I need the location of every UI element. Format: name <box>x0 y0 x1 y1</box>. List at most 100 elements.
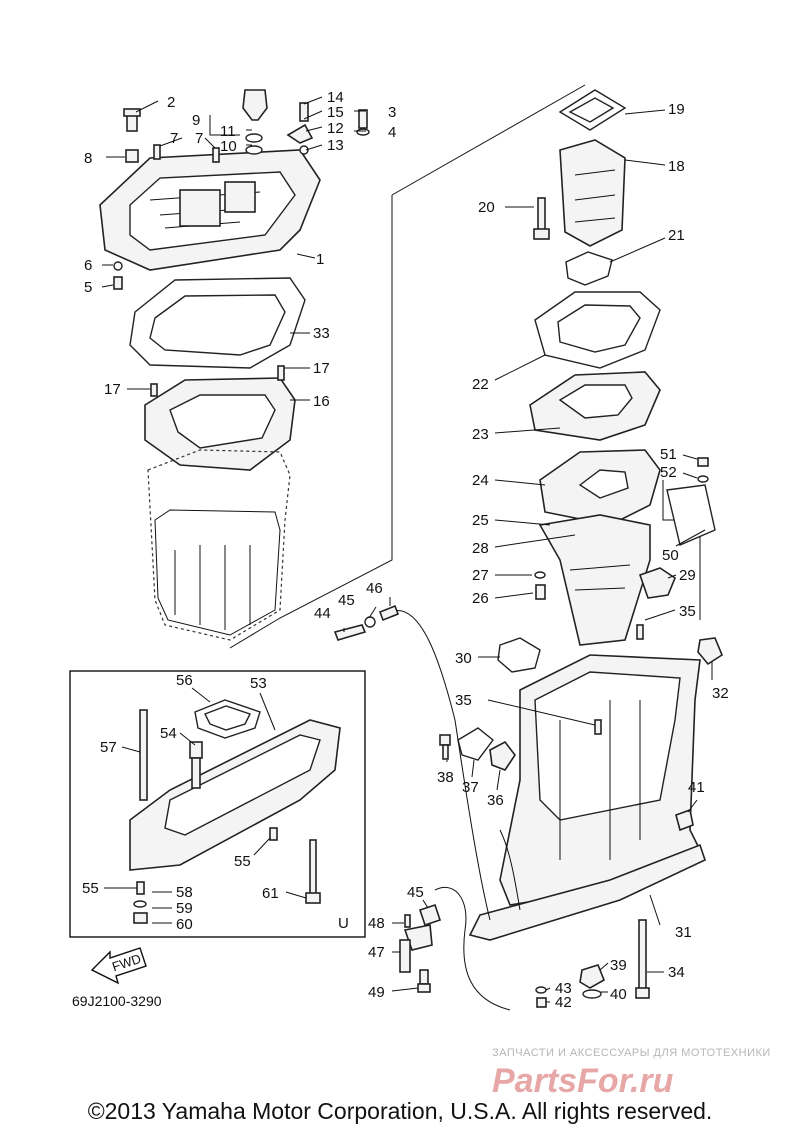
callout-59: 59 <box>176 900 193 917</box>
callout-47: 47 <box>368 944 385 961</box>
callout-19: 19 <box>668 101 685 118</box>
callout-25: 25 <box>472 512 489 529</box>
callout-50: 50 <box>662 547 679 564</box>
upper-casing-31-part <box>468 624 706 941</box>
callout-24: 24 <box>472 472 489 489</box>
callout-13: 13 <box>327 137 344 154</box>
callout-46: 46 <box>366 580 383 597</box>
callout-55: 55 <box>234 853 251 870</box>
gasket-19-part <box>558 89 627 131</box>
callout-27: 27 <box>472 567 489 584</box>
damper-29-part <box>638 567 676 599</box>
callout-labels: 2 7 7 8 9 11 10 14 15 12 13 3 4 1 6 5 33… <box>82 89 729 1011</box>
callout-55b: 55 <box>82 880 99 897</box>
callout-52: 52 <box>660 464 677 481</box>
callout-8: 8 <box>84 150 92 167</box>
callout-45b: 45 <box>407 884 424 901</box>
lower-hardware <box>535 919 650 1008</box>
callout-42: 42 <box>555 994 572 1011</box>
callout-14: 14 <box>327 89 344 106</box>
callout-57: 57 <box>100 739 117 756</box>
diagram-code: 69J2100-3290 <box>72 993 162 1009</box>
bolts-26-27 <box>534 571 546 600</box>
callout-39: 39 <box>610 957 627 974</box>
callout-1: 1 <box>316 251 324 268</box>
top-hardware <box>113 89 370 290</box>
exhaust-tube-18-part <box>559 139 626 247</box>
callout-60: 60 <box>176 916 193 933</box>
callout-15: 15 <box>327 104 344 121</box>
callout-16: 16 <box>313 393 330 410</box>
callout-29: 29 <box>679 567 696 584</box>
bracket-47-49 <box>399 903 442 993</box>
callout-41: 41 <box>688 779 705 796</box>
callout-45: 45 <box>338 592 355 609</box>
callout-53: 53 <box>250 675 267 692</box>
gasket-33-part <box>129 277 306 369</box>
callout-28: 28 <box>472 540 489 557</box>
callout-7b: 7 <box>195 130 203 147</box>
callout-30: 30 <box>455 650 472 667</box>
callout-5: 5 <box>84 279 92 296</box>
collar-30-part <box>497 637 541 673</box>
callout-54: 54 <box>160 725 177 742</box>
callout-38: 38 <box>437 769 454 786</box>
callout-23: 23 <box>472 426 489 443</box>
inset-marker: U <box>338 915 349 932</box>
callout-34: 34 <box>668 964 685 981</box>
callout-43: 43 <box>555 980 572 997</box>
exhaust-manifold-23-part <box>529 371 661 441</box>
leader-lines <box>101 96 713 1003</box>
inset-box <box>69 670 366 938</box>
exhaust-guide-part <box>144 365 296 471</box>
cap-41-part <box>675 808 694 832</box>
callout-56: 56 <box>176 672 193 689</box>
upper-case-part <box>99 149 321 271</box>
callout-3: 3 <box>388 104 396 121</box>
callout-58: 58 <box>176 884 193 901</box>
callout-20: 20 <box>478 199 495 216</box>
callout-35: 35 <box>679 603 696 620</box>
callout-11: 11 <box>220 123 236 140</box>
callout-18: 18 <box>668 158 685 175</box>
callout-17b: 17 <box>104 381 121 398</box>
callout-44: 44 <box>314 605 331 622</box>
callout-6: 6 <box>84 257 92 274</box>
callout-36: 36 <box>487 792 504 809</box>
callout-17: 17 <box>313 360 330 377</box>
callout-26: 26 <box>472 590 489 607</box>
muffler-25-part <box>538 514 651 646</box>
bolt-20-part <box>533 197 550 240</box>
fitting-parts-44-46 <box>333 604 400 641</box>
grommet-32-part <box>697 637 723 666</box>
callout-2: 2 <box>167 94 175 111</box>
callout-31: 31 <box>675 924 692 941</box>
engine-block-outline <box>147 449 291 641</box>
callout-32: 32 <box>712 685 729 702</box>
gasket-21-part <box>565 251 613 286</box>
gasket-50-part <box>666 484 716 546</box>
callout-49: 49 <box>368 984 385 1001</box>
oil-pan-24-part <box>539 449 661 526</box>
callout-4: 4 <box>388 124 396 141</box>
callout-10: 10 <box>220 138 237 155</box>
callout-21: 21 <box>668 227 685 244</box>
bolts-51-52 <box>697 457 709 483</box>
copyright-notice: ©2013 Yamaha Motor Corporation, U.S.A. A… <box>87 1098 713 1124</box>
callout-12: 12 <box>327 120 344 137</box>
callout-35b: 35 <box>455 692 472 709</box>
callout-33: 33 <box>313 325 330 342</box>
callout-61: 61 <box>262 885 279 902</box>
callout-48: 48 <box>368 915 385 932</box>
callout-7: 7 <box>170 130 178 147</box>
hose-cable <box>389 609 521 1011</box>
callout-9: 9 <box>192 112 200 129</box>
mount-parts <box>439 727 516 771</box>
watermark: ЗАПЧАСТИ И АКСЕССУАРЫ ДЛЯ МОТОТЕХНИКИ Pa… <box>492 1047 771 1100</box>
callout-22: 22 <box>472 376 489 393</box>
callout-40: 40 <box>610 986 627 1003</box>
watermark-brand: PartsFor.ru <box>492 1062 674 1100</box>
watermark-caption: ЗАПЧАСТИ И АКСЕССУАРЫ ДЛЯ МОТОТЕХНИКИ <box>492 1047 771 1059</box>
callout-37: 37 <box>462 779 479 796</box>
